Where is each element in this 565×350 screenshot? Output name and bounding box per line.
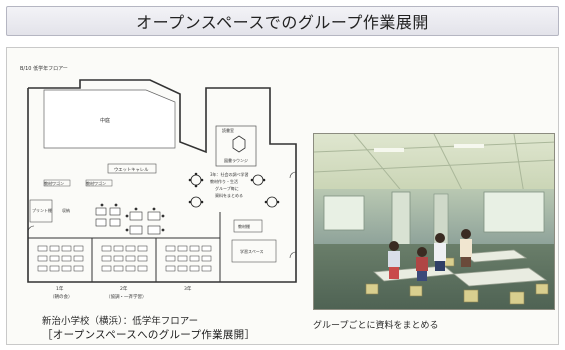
class-3-label: 3年 [184,285,192,292]
classroom-photo [313,133,555,310]
plan-caption-school: 新治小学校（横浜）：低学年フロアー [42,316,199,327]
grade3-group-label: 3年：社会の調べ学習 [210,171,249,177]
group-work-label: グループ毎に [215,185,239,191]
reading-label: 読書室 [222,127,234,133]
wagon-1-label: 教材ワゴン [44,180,64,186]
floor-plan-header: B/10 低学年フロアー [20,65,68,72]
class-2-label: 2年 [120,285,128,292]
wagon-2-label: 教材ワゴン [86,180,106,186]
central-yard-label: 中庭 [100,117,110,124]
floor-plan: B/10 低学年フロアー 中庭 ウエットキャレル 読書室 図書ラウンジ 教材ワゴ… [20,65,297,300]
group-summary-label: 資料をまとめる [215,192,243,198]
teacher-space-label: 教材棚 [238,223,250,229]
wet-corner-label: ウエットキャレル [114,166,149,173]
desk-space-label: 学習スペース [240,248,264,254]
grade3-material-label: 教材作り・生活 [210,178,238,184]
page-title: オープンスペースでのグループ作業展開 [6,6,559,36]
print-label: プリント棚 [32,207,52,213]
photo-caption: グループごとに資料をまとめる [313,321,439,331]
storage-label: 収納 [62,207,70,213]
library-lounge-label: 図書ラウンジ [224,157,248,163]
class-1-label: 1年 [56,285,64,292]
open-space-label: （朝の会） [50,293,73,300]
corridor-label: （協調・一斉学習） [106,293,147,300]
plan-caption-title: ［オープンスペースへのグループ作業展開］ [42,329,256,341]
